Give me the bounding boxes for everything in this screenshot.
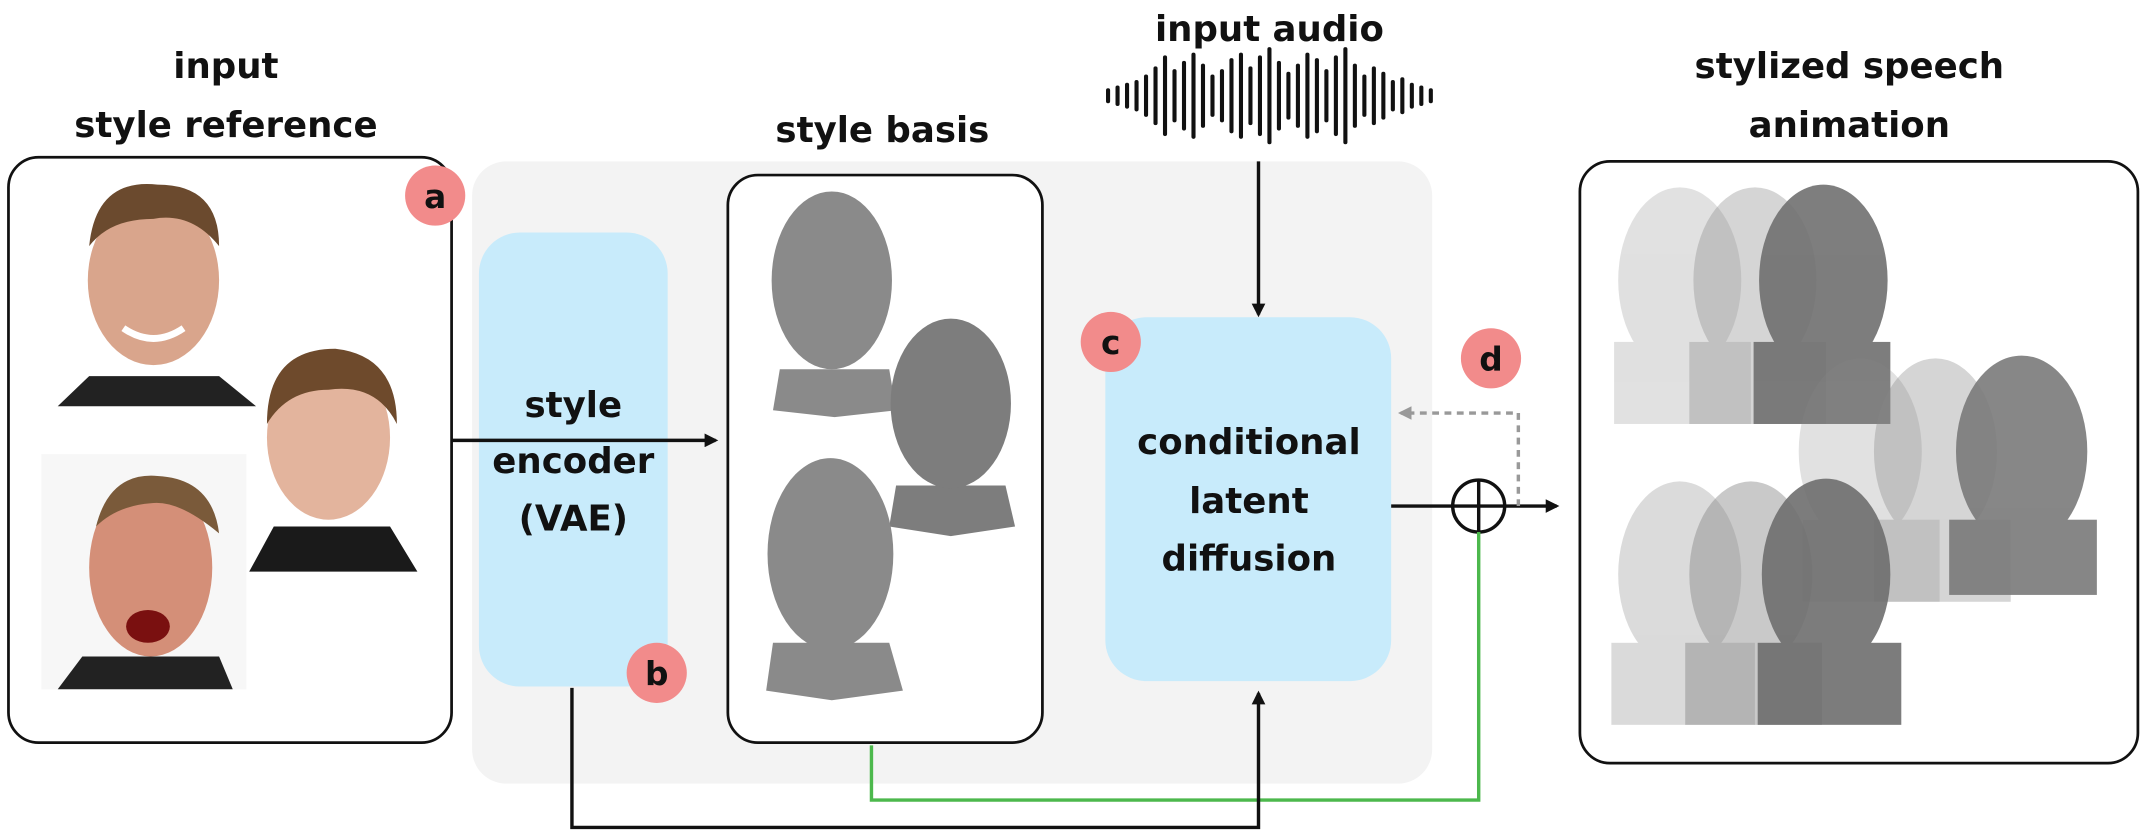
badge-d <box>1460 328 1522 389</box>
audio-waveform-icon <box>1106 47 1433 145</box>
encoder-label-line1: style <box>524 385 622 426</box>
input-title-line1: input <box>173 46 278 87</box>
basis-head-3 <box>766 458 903 701</box>
badge-b-label: b <box>645 655 669 693</box>
animation-frames <box>1611 184 2097 725</box>
badge-a <box>405 165 466 226</box>
diffusion-label-line2: latent <box>1189 481 1309 522</box>
badge-d-label: d <box>1479 341 1502 379</box>
input-title-line2: style reference <box>74 105 377 146</box>
reference-photo-smiling-man <box>57 184 257 407</box>
input-audio-title: input audio <box>1155 9 1384 50</box>
badge-a-label: a <box>424 178 446 216</box>
sum-operator-icon <box>1450 478 1507 534</box>
encoder-label-line2: encoder <box>492 441 654 482</box>
diffusion-label-line1: conditional <box>1137 422 1361 463</box>
basis-head-1 <box>771 191 897 418</box>
residual-basis-line <box>869 532 1481 802</box>
reference-photo-woman <box>249 341 418 572</box>
style-basis-title: style basis <box>775 110 989 151</box>
badge-b <box>626 642 687 703</box>
badge-c <box>1080 311 1141 372</box>
output-title-line1: stylized speech <box>1695 46 2005 87</box>
stylized-animation-box <box>1578 160 2140 765</box>
output-title-line2: animation <box>1749 105 1950 146</box>
arrow-encoder-condition <box>570 687 1266 830</box>
encoder-label-line3: (VAE) <box>519 499 628 540</box>
style-encoder-module <box>478 232 668 687</box>
feedback-dashed-arrow <box>1398 406 1521 507</box>
reference-photo-grimacing-man <box>41 454 247 690</box>
badge-c-label: c <box>1101 324 1120 362</box>
basis-head-2 <box>889 318 1016 537</box>
conditional-latent-diffusion-module <box>1105 317 1392 682</box>
diffusion-label-line3: diffusion <box>1162 538 1337 579</box>
